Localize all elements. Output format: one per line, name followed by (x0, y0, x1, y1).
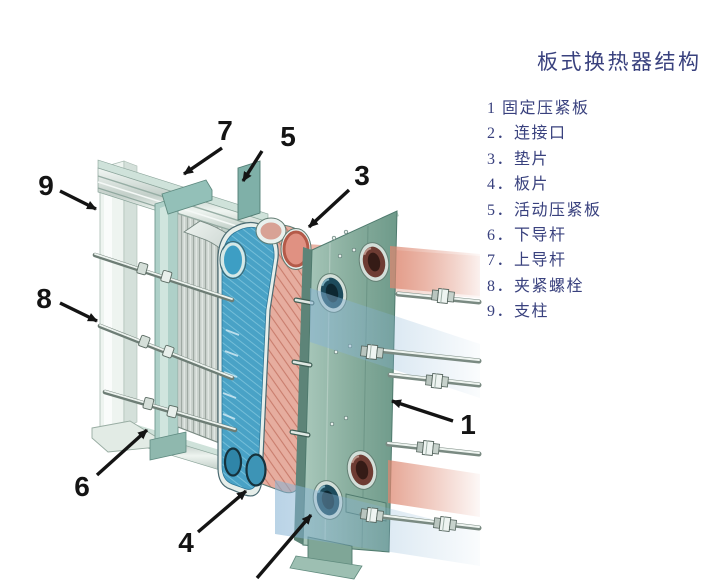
blue-plate-port-bottom (223, 447, 243, 477)
callout-number-7: 7 (217, 115, 233, 146)
callout-number-6: 6 (74, 471, 90, 502)
callout-number-5: 5 (280, 121, 296, 152)
stud-rod (385, 439, 482, 457)
stud-bolts-right (359, 287, 482, 533)
callout-arrow-3 (307, 188, 351, 229)
flow-bands (275, 246, 480, 566)
legend-item-5: 5．活动压紧板 (487, 201, 602, 219)
legend-list: 1 固定压紧板 2．连接口 3．垫片 4．板片 5．活动压紧板 6．下导杆 7．… (487, 96, 602, 325)
legend-item-8: 8．夹紧螺栓 (487, 277, 585, 295)
callout-arrow-9 (59, 189, 97, 211)
callout-arrow-2 (255, 513, 313, 580)
support-column (91, 160, 159, 453)
callout-arrow-1 (391, 399, 454, 423)
stud-rod (387, 372, 482, 390)
legend-item-3: 3．垫片 (487, 150, 550, 168)
stud-rod (359, 506, 482, 533)
callout-number-8: 8 (36, 283, 52, 314)
callout-number-4: 4 (178, 527, 194, 558)
clamping-bolt (102, 389, 238, 433)
callout-arrow-6 (95, 428, 149, 477)
plate-edge-studs (289, 297, 315, 438)
legend-item-6: 6．下导杆 (487, 226, 567, 244)
callout-number-9: 9 (38, 170, 54, 201)
plate-port-bottom-2 (245, 453, 267, 487)
plate-foot-base (289, 555, 363, 580)
legend-item-9: 9．支柱 (487, 303, 550, 321)
callout-arrow-4 (196, 489, 248, 534)
blue-plate-port-top (221, 242, 245, 278)
callout-arrow-5 (241, 150, 264, 182)
legend-item-2: 2．连接口 (487, 125, 567, 143)
flow-band-blue-bottom (275, 480, 480, 566)
page-title: 板式换热器结构 (537, 50, 702, 74)
legend-item-4: 4．板片 (487, 176, 550, 194)
movable-pressure-plate (149, 160, 261, 461)
callout-number-1: 1 (460, 409, 476, 440)
clamping-bolt (97, 323, 235, 381)
rear-gasket-arch (256, 218, 286, 244)
clamping-bolts (92, 252, 238, 433)
flow-band-red-top (390, 246, 480, 296)
clamping-bolt (92, 252, 235, 303)
callout-arrow-7 (183, 146, 223, 176)
callout-arrows (59, 146, 454, 580)
stud-rod (395, 287, 482, 305)
legend-item-7: 7．上导杆 (487, 252, 567, 270)
legend-item-1: 1 固定压紧板 (487, 100, 590, 117)
flow-band-red-mid (388, 460, 480, 517)
callout-arrow-8 (59, 301, 98, 323)
flow-band-blue-top (310, 288, 480, 398)
stud-rod (359, 343, 482, 364)
callout-number-3: 3 (354, 160, 370, 191)
